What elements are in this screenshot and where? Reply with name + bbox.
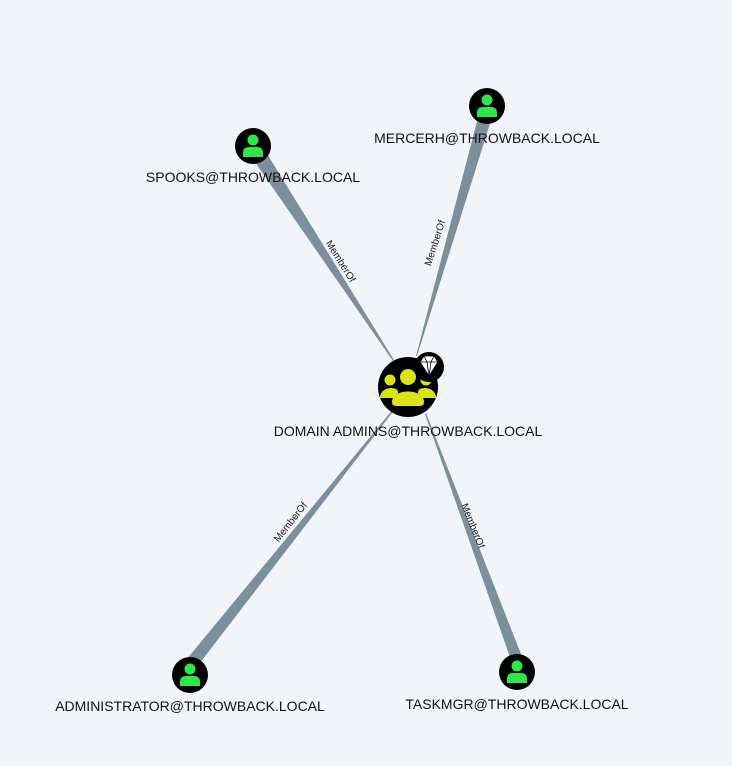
user-label-taskmgr: TASKMGR@THROWBACK.LOCAL [405, 696, 628, 712]
user-icon [507, 660, 527, 683]
user-node-administrator[interactable]: ADMINISTRATOR@THROWBACK.LOCAL [55, 657, 325, 714]
edge-mercerh-memberof[interactable] [416, 110, 493, 356]
user-node-mercerh[interactable]: MERCERH@THROWBACK.LOCAL [374, 88, 600, 146]
group-label: DOMAIN ADMINS@THROWBACK.LOCAL [274, 423, 543, 439]
high-value-diamond-icon [414, 352, 444, 382]
group-node-domain-admins[interactable]: DOMAIN ADMINS@THROWBACK.LOCAL [274, 352, 543, 439]
user-label-mercerh: MERCERH@THROWBACK.LOCAL [374, 130, 600, 146]
user-label-spooks: SPOOKS@THROWBACK.LOCAL [146, 169, 360, 185]
edge-taskmgr-memberof[interactable] [425, 413, 523, 663]
user-label-administrator: ADMINISTRATOR@THROWBACK.LOCAL [55, 698, 325, 714]
user-node-taskmgr[interactable]: TASKMGR@THROWBACK.LOCAL [405, 654, 629, 712]
user-icon [477, 94, 497, 117]
user-icon [180, 663, 200, 686]
user-node-spooks[interactable]: SPOOKS@THROWBACK.LOCAL [146, 128, 360, 185]
user-icon [243, 134, 263, 157]
edge-administrator-memberof[interactable] [186, 408, 395, 668]
edge-spooks-memberof[interactable] [248, 144, 394, 361]
